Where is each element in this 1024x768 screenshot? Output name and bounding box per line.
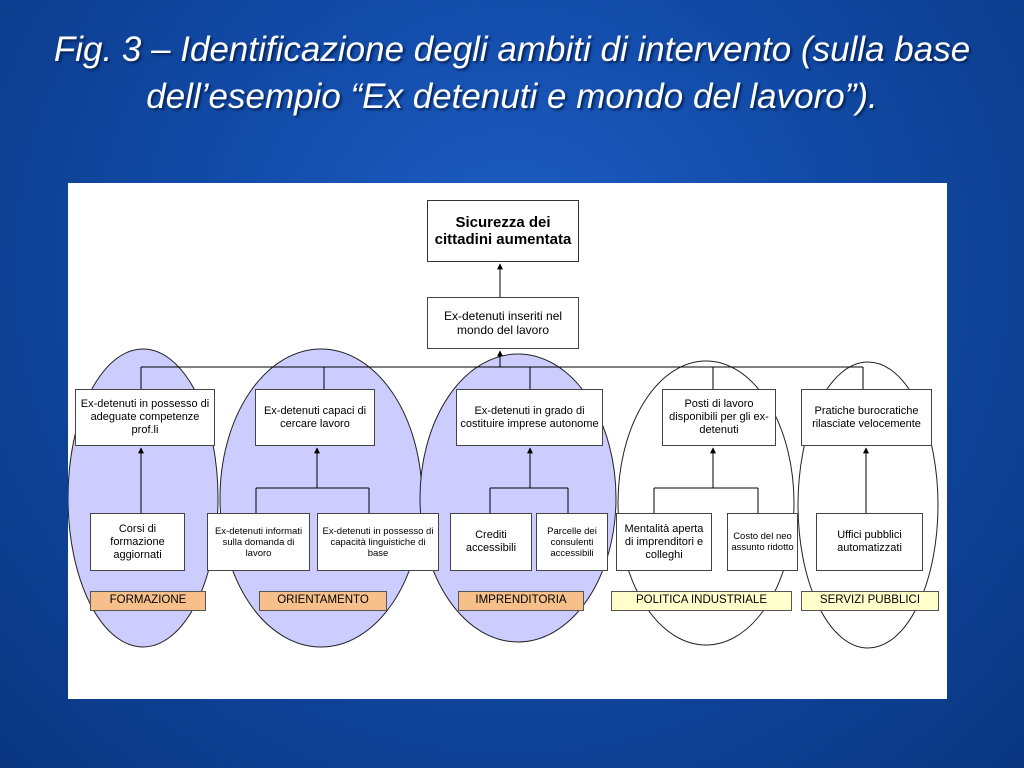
slide-title: Fig. 3 – Identificazione degli ambiti di… (53, 30, 971, 116)
result-box-servizi-pubblici: Pratiche burocratiche rilasciate velocem… (801, 389, 932, 446)
goal-box: Sicurezza dei cittadini aumentata (427, 200, 579, 262)
area-label-servizi-pubblici: SERVIZI PUBBLICI (801, 591, 939, 611)
activity-box-costo: Costo del neo assunto ridotto (727, 513, 798, 571)
result-box-politica-industriale: Posti di lavoro disponibili per gli ex-d… (662, 389, 776, 446)
area-label-orientamento: ORIENTAMENTO (259, 591, 387, 611)
activity-box-parcelle: Parcelle dei consulenti accessibili (536, 513, 608, 571)
purpose-box: Ex-detenuti inseriti nel mondo del lavor… (427, 297, 579, 349)
result-box-imprenditoria: Ex-detenuti in grado di costituire impre… (456, 389, 603, 446)
diagram-panel: Sicurezza dei cittadini aumentata Ex-det… (68, 183, 947, 699)
activity-box-crediti: Crediti accessibili (450, 513, 532, 571)
activity-box-corsi: Corsi di formazione aggiornati (90, 513, 185, 571)
area-label-imprenditoria: IMPRENDITORIA (458, 591, 584, 611)
activity-box-mentalita: Mentalità aperta di imprenditori e colle… (616, 513, 712, 571)
area-label-formazione: FORMAZIONE (90, 591, 206, 611)
result-box-formazione: Ex-detenuti in possesso di adeguate comp… (75, 389, 215, 446)
result-box-orientamento: Ex-detenuti capaci di cercare lavoro (255, 389, 375, 446)
area-label-politica-industriale: POLITICA INDUSTRIALE (611, 591, 792, 611)
activity-box-uffici: Uffici pubblici automatizzati (816, 513, 923, 571)
activity-box-informati: Ex-detenuti informati sulla domanda di l… (207, 513, 310, 571)
activity-box-linguistiche: Ex-detenuti in possesso di capacità ling… (317, 513, 439, 571)
